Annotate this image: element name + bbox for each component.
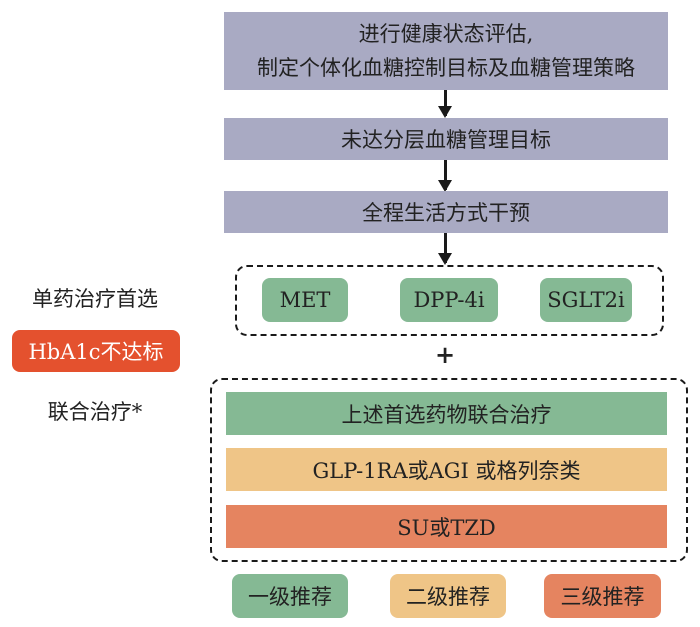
step-assessment-line2: 制定个体化血糖控制目标及血糖管理策略	[257, 56, 635, 80]
combination-first-line-text: 上述首选药物联合治疗	[341, 402, 552, 427]
drug-sglt2i-text: SGLT2i	[547, 288, 625, 312]
combination-group	[210, 378, 688, 562]
legend-first-level-text: 一级推荐	[248, 585, 332, 609]
monotherapy-label: 单药治疗首选	[32, 287, 158, 311]
arrow-down-icon	[439, 233, 451, 265]
combination-second-line: GLP-1RA或AGI 或格列奈类	[226, 448, 667, 491]
step-target-not-met: 未达分层血糖管理目标	[224, 118, 668, 160]
legend-third-level-text: 三级推荐	[560, 585, 645, 609]
step-lifestyle-text: 全程生活方式干预	[362, 201, 530, 225]
combination-second-line-text: GLP-1RA或AGI 或格列奈类	[312, 458, 581, 483]
combination-label: 联合治疗*	[47, 400, 143, 424]
legend-second-level: 二级推荐	[390, 574, 506, 618]
legend-third-level: 三级推荐	[544, 574, 661, 618]
legend-first-level: 一级推荐	[232, 574, 348, 618]
legend-second-level-text: 二级推荐	[406, 585, 490, 609]
drug-met-text: MET	[279, 288, 331, 312]
step-assessment: 进行健康状态评估, 制定个体化血糖控制目标及血糖管理策略	[224, 12, 668, 90]
hba1c-badge-text: HbA1c不达标	[28, 340, 164, 364]
step-assessment-line1: 进行健康状态评估,	[358, 22, 534, 46]
monotherapy-group	[235, 265, 664, 336]
combination-first-line: 上述首选药物联合治疗	[226, 392, 667, 435]
drug-dpp4i-text: DPP-4i	[413, 288, 485, 312]
arrow-down-icon	[439, 160, 451, 192]
step-lifestyle: 全程生活方式干预	[224, 191, 668, 233]
arrow-down-icon	[439, 90, 451, 118]
drug-dpp4i: DPP-4i	[400, 278, 498, 322]
combination-third-line: SU或TZD	[226, 505, 667, 548]
plus-icon: +	[434, 340, 456, 369]
combination-third-line-text: SU或TZD	[397, 515, 496, 540]
hba1c-badge: HbA1c不达标	[12, 330, 180, 372]
drug-sglt2i: SGLT2i	[540, 278, 632, 322]
drug-met: MET	[262, 278, 348, 322]
step-target-not-met-text: 未达分层血糖管理目标	[341, 128, 551, 152]
